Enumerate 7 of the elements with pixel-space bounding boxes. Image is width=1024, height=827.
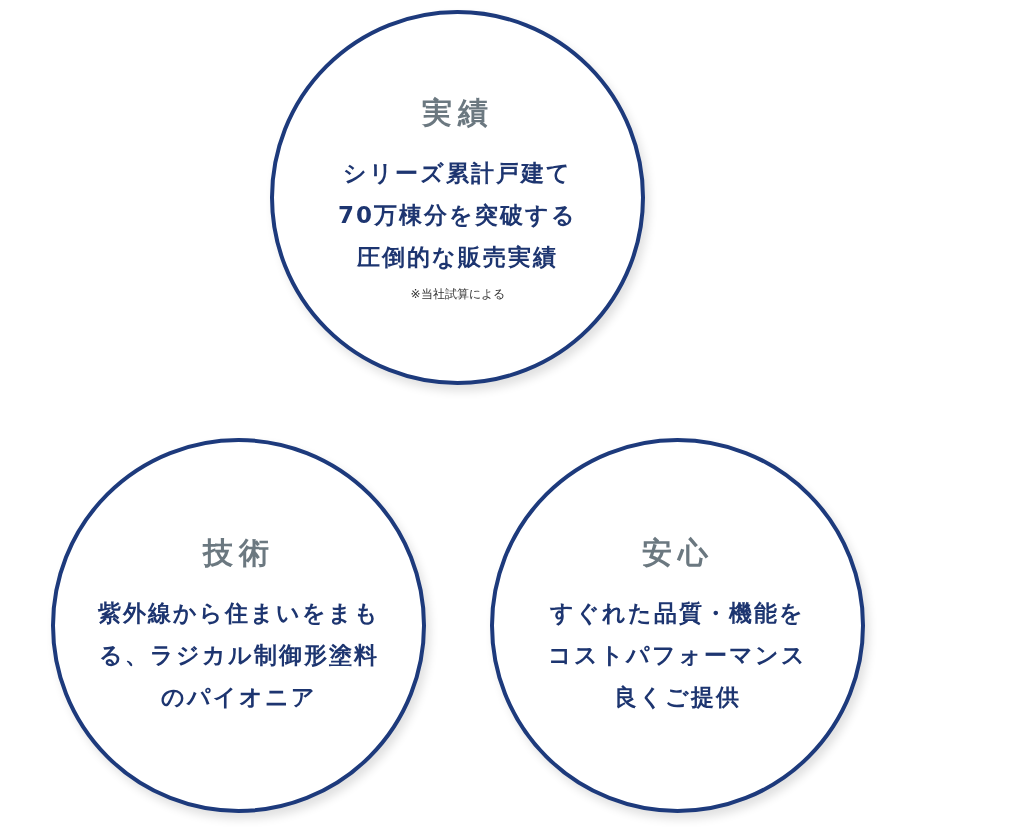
circle-text: 紫外線から住まいをまもる、ラジカル制御形塗料のパイオニア — [96, 599, 381, 712]
footnote: ※当社試算による — [410, 285, 505, 303]
circle-heading: 技術 — [202, 534, 275, 572]
circle-text: すぐれた品質・機能をコストパフォーマンス良くご提供 — [547, 599, 808, 712]
circle-heading: 実績 — [421, 93, 494, 132]
circle-text: シリーズ累計戸建て70万棟分を突破する圧倒的な販売実績 — [337, 158, 578, 272]
circle-heading: 安心 — [641, 534, 714, 572]
